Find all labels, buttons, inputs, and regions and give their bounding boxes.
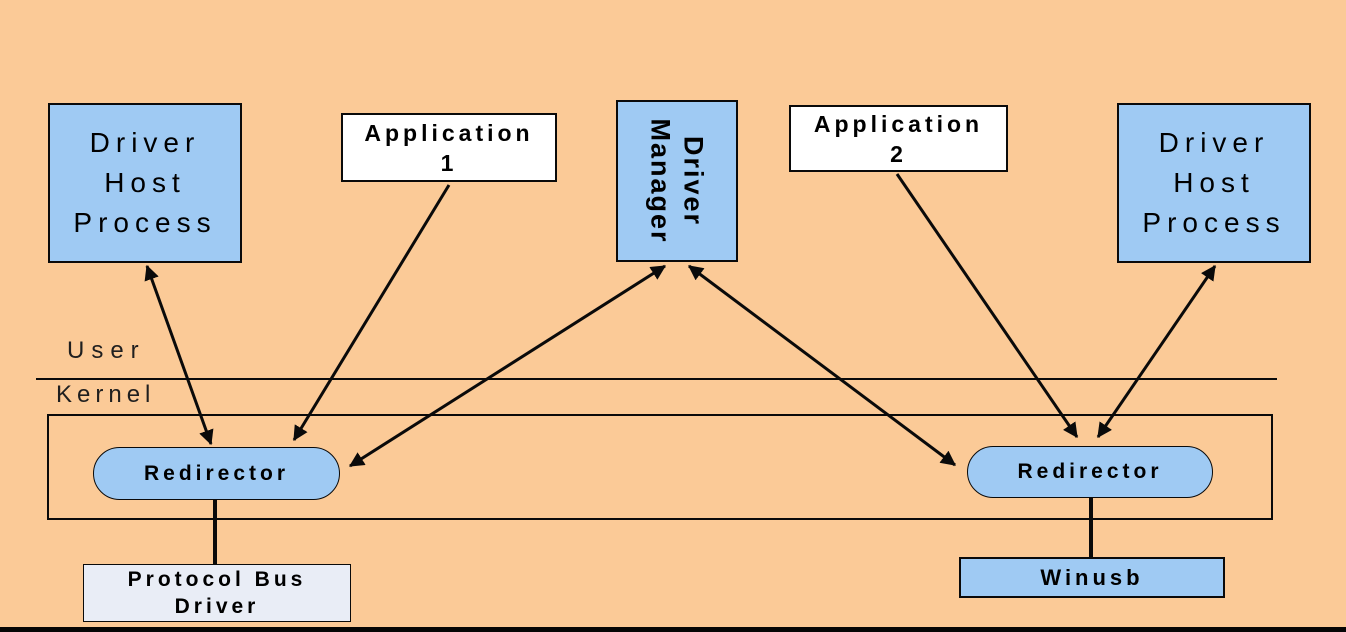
application-1-line-2: 1 [440, 149, 458, 176]
application-1-line-1: Application [364, 119, 534, 146]
edge-application-2-to-redirector-right [895, 173, 1079, 438]
driver-manager-line-2: Manager [646, 118, 677, 244]
redirector-right-node: Redirector [967, 446, 1213, 498]
driver-manager-line-1: Driver [679, 135, 710, 227]
winusb-box: Winusb [959, 557, 1225, 598]
driver-host-left-line-2: Host [104, 167, 186, 198]
redirector-right-label: Redirector [1017, 460, 1163, 483]
driver-host-process-right-box: Driver Host Process [1117, 103, 1311, 263]
driver-host-process-left-box: Driver Host Process [48, 103, 242, 263]
kernel-zone-label: Kernel [56, 381, 156, 408]
application-1-box: Application 1 [341, 113, 557, 182]
driver-host-right-line-1: Driver [1158, 127, 1270, 158]
driver-manager-box: Driver Manager [616, 100, 738, 262]
kernel-boundary-box [47, 414, 1273, 520]
driver-host-left-line-3: Process [73, 207, 217, 238]
bottom-border-bar [0, 627, 1346, 632]
user-zone-label: User [67, 337, 146, 364]
winusb-label: Winusb [1040, 564, 1144, 590]
user-kernel-divider-line [36, 378, 1277, 380]
application-2-box: Application 2 [789, 105, 1008, 172]
driver-host-right-line-3: Process [1142, 207, 1286, 238]
redirector-left-label: Redirector [143, 461, 290, 485]
protocol-bus-driver-line-2: Driver [174, 595, 260, 618]
edge-driver-host-right-to-redirector-right [1096, 265, 1217, 438]
edge-application-1-to-redirector-left [292, 184, 451, 442]
redirector-left-node: Redirector [93, 447, 340, 500]
protocol-bus-driver-line-1: Protocol Bus [127, 568, 307, 591]
driver-host-right-line-2: Host [1173, 167, 1255, 198]
protocol-bus-driver-box: Protocol Bus Driver [83, 564, 351, 622]
driver-host-left-line-1: Driver [89, 127, 201, 158]
application-2-line-2: 2 [890, 140, 907, 167]
driver-manager-rotated-label: Driver Manager [644, 118, 710, 243]
application-2-line-1: Application [813, 110, 984, 137]
